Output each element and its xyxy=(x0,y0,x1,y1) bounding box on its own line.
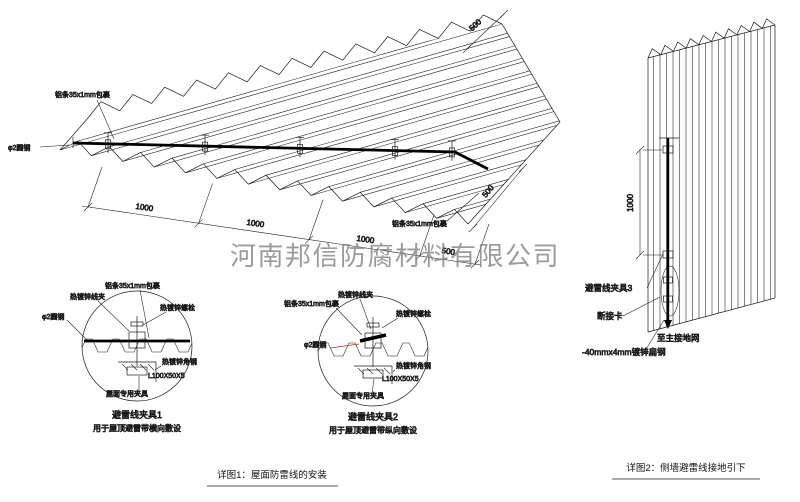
detail2-label-steel: φ2圆钢 xyxy=(304,340,326,349)
roof-top-dimension xyxy=(462,9,509,54)
roof-leader-lines xyxy=(39,99,480,222)
detail2-label-angle: 热镀锌角钢 xyxy=(396,361,431,370)
detail1-label-steel: φ2圆钢 xyxy=(42,312,64,321)
dim-500-right: 500 xyxy=(480,183,496,199)
detail1-corrugation-profile xyxy=(82,338,192,353)
wall-corrugation-stripes xyxy=(653,26,771,331)
detail2-leader-lines xyxy=(335,298,399,394)
detail2-subtitle: 用于屋顶避雷带纵向敷设 xyxy=(329,425,417,435)
dim-1000-c: 1000 xyxy=(356,234,375,246)
detail2-label-alu: 铝条35x1mm包裹 xyxy=(284,299,339,308)
disconnect-link-upper xyxy=(663,276,673,284)
figure1-roof-isometric: 1000 1000 1000 500 500 500 铝条35x1mm包裹 φ2… xyxy=(8,9,561,269)
detail1-title: 避雷线夹具1 xyxy=(112,409,162,420)
roof-corrugation-lines xyxy=(60,24,560,219)
detail1-label-bolt: 热镀锌螺栓 xyxy=(160,303,195,312)
wall-top-profile xyxy=(647,18,776,59)
wall-top-edge xyxy=(647,24,776,59)
detail2-label-roof-clamp: 屋面专用夹具 xyxy=(342,391,384,400)
detail1-label-wire-clamp: 热镀锌线夹 xyxy=(70,292,105,301)
detail1-nut xyxy=(130,321,144,327)
detail2-nut xyxy=(366,322,380,328)
label-disconnect-link: 断接卡 xyxy=(597,311,623,321)
ground-arrow xyxy=(664,320,672,329)
detail2-label-angle-spec: L100X50X5 xyxy=(382,376,419,383)
detail-circle-1: 热镀锌线夹 铝条35x1mm包裹 热镀锌螺栓 φ2圆钢 热镀锌角钢 L100X5… xyxy=(42,281,198,434)
wall-leader-lines xyxy=(622,253,665,352)
label-alu-strip-top: 铝条35x1mm包裹 xyxy=(55,90,110,99)
watermark-text: 河南邦信防腐材料有限公司 xyxy=(230,241,561,271)
detail1-label-angle-spec: L100X50X5 xyxy=(148,373,185,380)
detail-circle-2: 铝条35x1mm包裹 热镀锌线夹 热镀锌螺栓 φ2圆钢 热镀锌角钢 L100X5… xyxy=(284,290,432,436)
lightning-conductor-wire xyxy=(72,141,489,171)
roof-front-edge-profile xyxy=(59,140,469,225)
disconnect-link-lower xyxy=(663,295,673,303)
label-wall-clamp3: 避雷线夹具3 xyxy=(585,283,633,293)
dim-1000-wall: 1000 xyxy=(626,194,635,212)
detail2-steel-leader xyxy=(329,343,360,349)
figure2-caption: 详图2：侧墙避雷线接地引下 xyxy=(626,462,745,474)
detail2-title: 避雷线夹具2 xyxy=(348,411,398,422)
detail1-circle xyxy=(81,290,193,402)
label-flat-steel: -40mmx4mm镀锌扁钢 xyxy=(582,347,666,357)
wall-dimension xyxy=(635,145,662,260)
disconnect-detail-ellipse xyxy=(660,265,680,317)
detail1-roof-clamp xyxy=(126,366,148,376)
detail2-angle-steel xyxy=(354,365,393,384)
figure1-caption: 详图1：屋面防雷线的安装 xyxy=(217,469,327,481)
roof-left-edge xyxy=(59,117,89,151)
detail1-subtitle: 用于屋顶避雷带横向敷设 xyxy=(93,423,181,433)
detail2-hatching xyxy=(357,367,391,375)
label-round-steel: φ2圆钢 xyxy=(8,143,30,152)
roof-back-edge-profile xyxy=(87,14,503,119)
detail1-label-roof-clamp: 屋面专用夹具 xyxy=(106,389,148,398)
detail1-label-angle: 热镀锌角钢 xyxy=(162,357,197,366)
figure2-wall: 1000 避雷线夹具3 断接卡 至主接地网 -40mmx4mm镀锌扁钢 xyxy=(582,18,776,357)
detail2-label-bolt: 热镀锌螺栓 xyxy=(396,309,431,318)
dim-500-bottom: 500 xyxy=(441,246,456,257)
detail2-corrugation-profile xyxy=(318,342,428,357)
label-to-ground-grid: 至主接地网 xyxy=(657,333,700,343)
label-alu-strip-right: 铝条35x1mm包裹 xyxy=(392,219,447,228)
roof-right-dimension xyxy=(468,163,528,233)
detail2-roof-clamp xyxy=(362,369,384,379)
roof-right-edge xyxy=(467,23,561,225)
detail1-leader-lines xyxy=(66,289,167,391)
detail1-internals xyxy=(82,316,192,382)
detail1-angle-steel xyxy=(118,361,157,382)
detail2-label-wire-clamp: 热镀锌线夹 xyxy=(338,290,373,299)
roof-bottom-dimensions xyxy=(81,166,490,269)
dim-1000-b: 1000 xyxy=(246,218,265,230)
detail1-label-alu: 铝条35x1mm包裹 xyxy=(105,281,160,290)
dim-1000-a: 1000 xyxy=(135,202,154,214)
wall-clamp-upper xyxy=(662,145,674,154)
dim-500-top: 500 xyxy=(467,17,483,33)
